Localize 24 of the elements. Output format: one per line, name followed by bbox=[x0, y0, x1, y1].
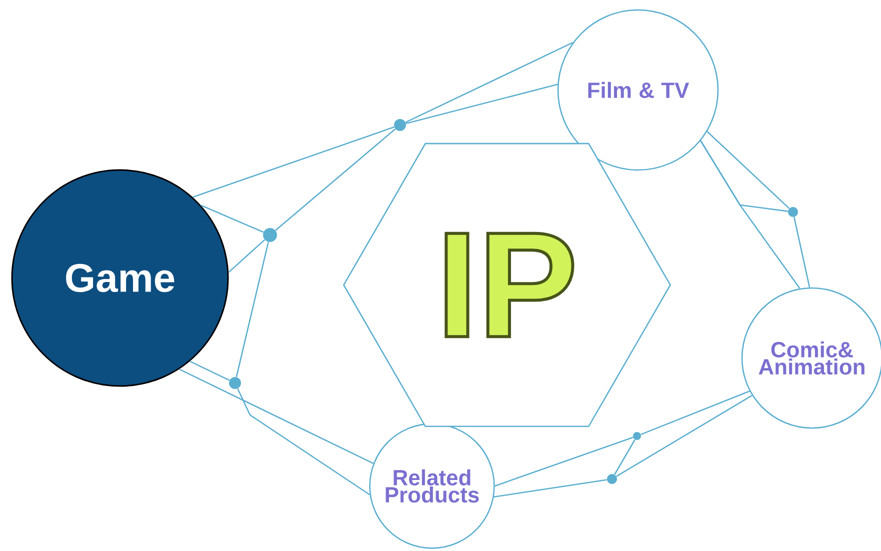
junction-dot bbox=[633, 432, 641, 440]
connector-line bbox=[236, 242, 269, 378]
junction-dot bbox=[607, 474, 617, 484]
connector-line bbox=[494, 436, 634, 487]
connector-line bbox=[237, 388, 370, 496]
junction-dot bbox=[263, 228, 277, 242]
connector-line bbox=[494, 479, 607, 498]
connector-line bbox=[616, 394, 752, 477]
connector-line bbox=[406, 84, 558, 124]
connector-line bbox=[190, 360, 230, 381]
connector-line bbox=[706, 131, 790, 209]
connector-line bbox=[640, 390, 750, 436]
connector-line bbox=[614, 439, 636, 475]
connector-line bbox=[793, 216, 810, 288]
connector-line bbox=[700, 140, 788, 212]
connector-line bbox=[178, 368, 374, 464]
connector-line bbox=[405, 42, 574, 123]
connector-line bbox=[200, 204, 264, 233]
junction-dot bbox=[788, 207, 798, 217]
connector-line bbox=[192, 126, 394, 198]
connector-line bbox=[275, 128, 396, 231]
junction-dot bbox=[229, 376, 241, 389]
connector-line bbox=[228, 239, 266, 273]
junction-dot bbox=[394, 119, 406, 131]
